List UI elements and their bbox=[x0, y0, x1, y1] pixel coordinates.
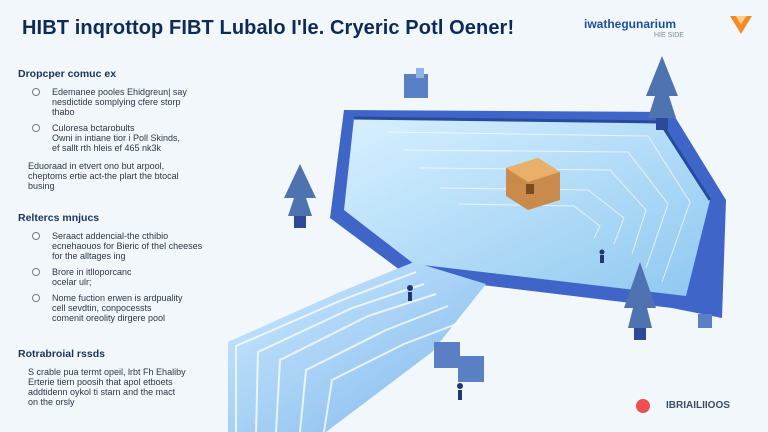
bullet-line: thabo bbox=[52, 107, 75, 117]
treasure-chest-icon bbox=[506, 158, 560, 210]
paragraph-line: busing bbox=[28, 181, 55, 191]
tree-icon bbox=[624, 262, 656, 340]
brand-subtitle: HIE SIDE bbox=[654, 32, 684, 39]
brand-logo: iwathegunarium HIE SIDE bbox=[584, 12, 754, 52]
bullet-item: Edemanee pooles Ehidgreun| say nesdictid… bbox=[18, 87, 266, 117]
footer-logo: IBRIAILIIOOS bbox=[636, 397, 752, 417]
bullet-line: Owni in intiane tior i Poll Skinds, bbox=[52, 133, 181, 143]
stone-blocks bbox=[404, 68, 712, 382]
bullet-line: Brore in itlloporcanc bbox=[52, 267, 132, 277]
paragraph-line: Eduoraad in etvert ono but arpool, bbox=[28, 161, 165, 171]
bullet-line: ocelar ulr; bbox=[52, 277, 92, 287]
section-paragraph: S crable pua termt opeil, lrbt Fh Ehalib… bbox=[18, 367, 266, 407]
bullet-list: Seraact addencial-the cthibio ecnehaouos… bbox=[18, 231, 266, 323]
bullet-marker-icon bbox=[32, 294, 40, 302]
bullet-item: Culoresa bctarobults Owni in intiane tio… bbox=[18, 123, 266, 153]
bullet-line: Culoresa bctarobults bbox=[52, 123, 135, 133]
brand-logo-icon bbox=[730, 16, 752, 34]
paragraph-line: on the orsly bbox=[28, 397, 75, 407]
bullet-line: Edemanee pooles Ehidgreun| say bbox=[52, 87, 187, 97]
bullet-item: Seraact addencial-the cthibio ecnehaouos… bbox=[18, 231, 266, 261]
left-section-3: Rotrabroial rssds S crable pua termt ope… bbox=[18, 348, 266, 407]
bullet-marker-icon bbox=[32, 88, 40, 96]
section-heading: Dropcper comuc ex bbox=[18, 68, 117, 80]
section-heading: Reltercs mnjucs bbox=[18, 212, 100, 224]
bullet-list: Edemanee pooles Ehidgreun| say nesdictid… bbox=[18, 87, 266, 153]
paragraph-line: S crable pua termt opeil, lrbt Fh Ehalib… bbox=[28, 367, 186, 377]
bullet-line: nesdictide somplying cfere storp bbox=[52, 97, 181, 107]
bullet-line: ecnehaouos for Bieric of thel cheeses bbox=[52, 241, 203, 251]
bullet-marker-icon bbox=[32, 232, 40, 240]
isometric-pool-scene bbox=[228, 56, 726, 432]
footer-brand-text: IBRIAILIIOOS bbox=[666, 400, 730, 411]
bullet-marker-icon bbox=[32, 268, 40, 276]
bullet-line: Seraact addencial-the cthibio bbox=[52, 231, 169, 241]
paragraph-line: cheptoms ertie act-the plart the btocal bbox=[28, 171, 179, 181]
paragraph-line: addtidenn oykol ti starn and the mact bbox=[28, 387, 176, 397]
water-slide bbox=[228, 262, 486, 432]
left-section-1: Dropcper comuc ex Edemanee pooles Ehidgr… bbox=[18, 68, 266, 191]
tree-icon bbox=[284, 164, 316, 228]
left-section-2: Reltercs mnjucs Seraact addencial-the ct… bbox=[18, 212, 266, 329]
people bbox=[407, 249, 605, 400]
paragraph-line: Erterie tiern poosih that apol etboets bbox=[28, 377, 173, 387]
bullet-line: ef sallt rth hleis ef 465 nk3k bbox=[52, 143, 162, 153]
bullet-marker-icon bbox=[32, 124, 40, 132]
bullet-item: Nome fuction erwen is ardpuality cell se… bbox=[18, 293, 266, 323]
bullet-line: Nome fuction erwen is ardpuality bbox=[52, 293, 183, 303]
bullet-item: Brore in itlloporcanc ocelar ulr; bbox=[18, 267, 266, 287]
section-paragraph: Eduoraad in etvert ono but arpool, chept… bbox=[18, 161, 266, 191]
footer-logo-icon bbox=[636, 399, 650, 413]
brand-name: iwathegunarium bbox=[584, 17, 677, 31]
tree-icon bbox=[646, 56, 678, 130]
section-heading: Rotrabroial rssds bbox=[18, 348, 105, 360]
bullet-line: for the alltages ing bbox=[52, 251, 126, 261]
page-title: HIBT inqrottop FIBT Lubalo I'le. Cryeric… bbox=[22, 17, 515, 39]
bullet-line: cell sevdtin, conpocessts bbox=[52, 303, 152, 313]
bullet-line: comenit oreolity dirgere pool bbox=[52, 313, 166, 323]
